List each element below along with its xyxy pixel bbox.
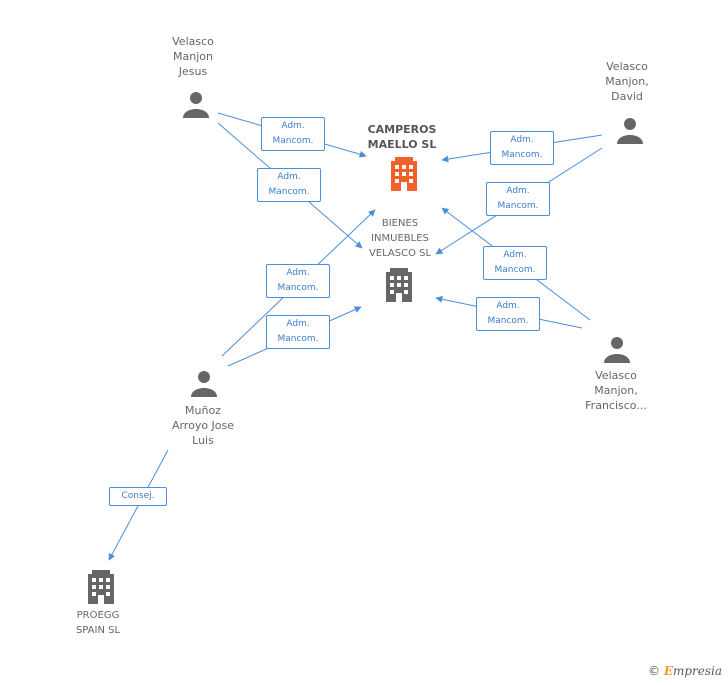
person-icon-francisco[interactable] bbox=[604, 337, 630, 363]
relation-badge-jose-proegg[interactable]: Consej. bbox=[109, 487, 167, 506]
building-icon-proegg[interactable] bbox=[88, 570, 114, 604]
relation-role-detail: Mancom. bbox=[497, 201, 539, 211]
company-label-bienes[interactable]: BIENES INMUEBLES VELASCO SL bbox=[350, 216, 450, 261]
footer-credit: © Empresia bbox=[648, 664, 722, 678]
relation-role: Adm. bbox=[496, 301, 520, 311]
relation-badge-francisco-bienes-1[interactable]: Adm. Mancom. bbox=[483, 246, 547, 280]
person-label-francisco[interactable]: Velasco Manjon, Francisco... bbox=[570, 368, 662, 413]
person-name-line: Muñoz bbox=[185, 404, 221, 417]
person-name-line: Velasco bbox=[595, 369, 637, 382]
relation-role-detail: Mancom. bbox=[268, 187, 310, 197]
person-name-line: David bbox=[611, 90, 643, 103]
relation-role-detail: Mancom. bbox=[494, 265, 536, 275]
relation-role-detail: Mancom. bbox=[487, 316, 529, 326]
relation-badge-david-bienes[interactable]: Adm. Mancom. bbox=[486, 182, 550, 216]
person-icon-jose[interactable] bbox=[191, 371, 217, 397]
person-name-line: Manjon bbox=[173, 50, 213, 63]
relation-role: Adm. bbox=[503, 250, 527, 260]
relation-role: Adm. bbox=[277, 172, 301, 182]
relation-role-detail: Mancom. bbox=[277, 334, 319, 344]
company-name-line: CAMPEROS bbox=[367, 123, 437, 136]
relation-role: Adm. bbox=[510, 135, 534, 145]
company-name-line: PROEGG bbox=[76, 610, 120, 621]
relation-badge-jesus-bienes[interactable]: Adm. Mancom. bbox=[257, 168, 321, 202]
person-name-line: Manjon, bbox=[594, 384, 638, 397]
building-icon-camperos[interactable] bbox=[391, 157, 417, 191]
building-icon-bienes[interactable] bbox=[386, 268, 412, 302]
brand-initial: E bbox=[663, 664, 673, 678]
person-name-line: Velasco bbox=[172, 35, 214, 48]
person-name-line: Arroyo Jose bbox=[171, 419, 235, 432]
relation-role: Adm. bbox=[286, 268, 310, 278]
relation-badge-david-camperos[interactable]: Adm. Mancom. bbox=[490, 131, 554, 165]
person-name-line: Velasco bbox=[606, 60, 648, 73]
copyright-symbol: © bbox=[648, 664, 660, 678]
relation-role: Adm. bbox=[506, 186, 530, 196]
person-label-david[interactable]: Velasco Manjon, David bbox=[586, 59, 668, 104]
brand-name: mpresia bbox=[672, 664, 723, 678]
relation-badge-jose-bienes-1[interactable]: Adm. Mancom. bbox=[266, 264, 330, 298]
person-icon-david[interactable] bbox=[617, 118, 643, 144]
relation-badge-jose-bienes-2[interactable]: Adm. Mancom. bbox=[266, 315, 330, 349]
person-icon-jesus[interactable] bbox=[183, 92, 209, 118]
company-name-line: MAELLO SL bbox=[367, 138, 437, 151]
person-label-jesus[interactable]: Velasco Manjon Jesus bbox=[152, 34, 234, 79]
company-name-line: INMUEBLES bbox=[371, 233, 429, 244]
relation-badge-jesus-camperos[interactable]: Adm. Mancom. bbox=[261, 117, 325, 151]
brand-logo[interactable]: Empresia bbox=[664, 664, 722, 678]
relation-role-detail: Mancom. bbox=[277, 283, 319, 293]
relation-role-detail: Mancom. bbox=[272, 136, 314, 146]
relation-role: Adm. bbox=[281, 121, 305, 131]
person-name-line: Jesus bbox=[178, 65, 208, 78]
company-name-line: SPAIN SL bbox=[75, 625, 121, 636]
person-name-line: Manjon, bbox=[605, 75, 649, 88]
person-label-jose[interactable]: Muñoz Arroyo Jose Luis bbox=[158, 403, 248, 448]
person-name-line: Luis bbox=[192, 434, 214, 447]
company-name-line: BIENES bbox=[381, 218, 419, 229]
person-name-line: Francisco... bbox=[585, 399, 647, 412]
company-name-line: VELASCO SL bbox=[368, 248, 432, 259]
relation-role: Consej. bbox=[121, 491, 155, 501]
relation-role-detail: Mancom. bbox=[501, 150, 543, 160]
company-label-camperos[interactable]: CAMPEROS MAELLO SL bbox=[350, 122, 454, 152]
relation-role: Adm. bbox=[286, 319, 310, 329]
company-label-proegg[interactable]: PROEGG SPAIN SL bbox=[58, 608, 138, 638]
relation-badge-francisco-bienes-2[interactable]: Adm. Mancom. bbox=[476, 297, 540, 331]
